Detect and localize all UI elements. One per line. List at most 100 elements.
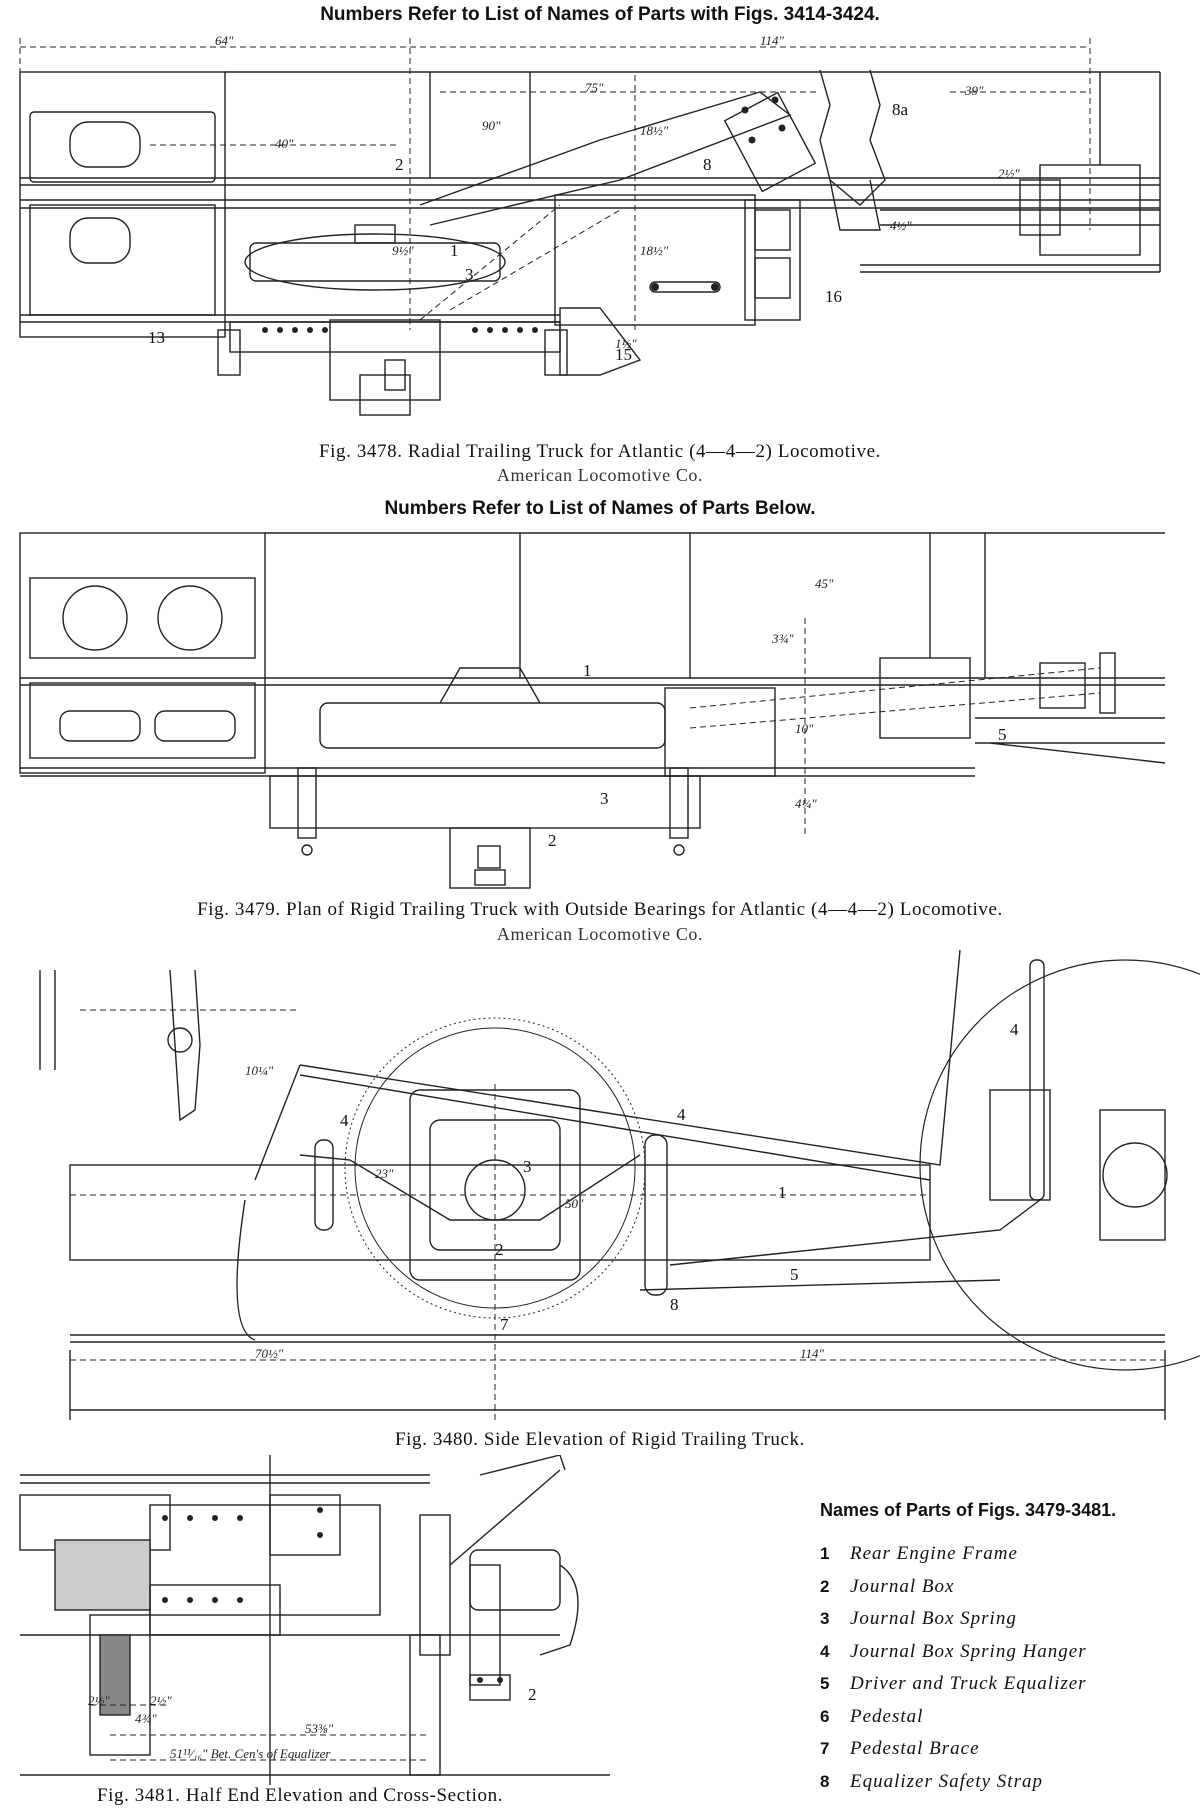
part-number: 5 — [820, 1674, 830, 1693]
fig-3479-dimension-labels: 45" 3¾" 10" 4¼" — [771, 576, 834, 811]
part-number: 6 — [820, 1706, 830, 1726]
part-name: Rear Engine Frame — [850, 1543, 1018, 1564]
part-number: 4 — [820, 1641, 830, 1661]
part-number: 1 — [820, 1544, 830, 1563]
callout-4-right: 4 — [1010, 1020, 1019, 1039]
fig-3478-frame — [19, 69, 1161, 416]
dim-18-half-b: 18½" — [640, 243, 669, 258]
fig-3481-caption: Fig. 3481. Half End Elevation and Cross-… — [96, 1785, 504, 1806]
callout-2: 2 — [395, 155, 404, 174]
callout-3: 3 — [600, 789, 609, 808]
fig-3481-dimension-labels: 2½" 2½" 4¾" 53⅜" 51¹¹⁄₁₆" Bet. Cen's of … — [88, 1693, 334, 1761]
fig-3478-dimension-labels: 64" 114" 75" 39" 40" 90" 18½" 18½" 9½" 2… — [215, 33, 1020, 351]
part-name: Journal Box Spring Hanger — [850, 1640, 1087, 1662]
dim-1-half: 1½" — [615, 336, 637, 351]
dim-114: 114" — [760, 33, 785, 48]
fig-3481-drawing: 2½" 2½" 4¾" 53⅜" 51¹¹⁄₁₆" Bet. Cen's of … — [19, 1455, 610, 1785]
parts-list-title: Names of Parts of Figs. 3479-3481. — [820, 1500, 1117, 1520]
fig-3479-callouts: 1 2 3 5 — [548, 661, 1007, 850]
dim-23: 23" — [375, 1166, 394, 1181]
part-number: 2 — [820, 1576, 830, 1596]
part-name: Journal Box Spring — [850, 1608, 1017, 1629]
dim-51-equalizer: 51¹¹⁄₁₆" Bet. Cen's of Equalizer — [170, 1746, 331, 1761]
fig-3481-structure — [19, 1455, 610, 1785]
part-number: 7 — [820, 1739, 830, 1758]
fig-3481-rivets — [162, 1507, 503, 1683]
callout-3: 3 — [465, 265, 474, 284]
dim-75: 75" — [585, 80, 604, 95]
dim-64: 64" — [215, 33, 234, 48]
part-name: Pedestal — [850, 1705, 924, 1727]
header-top: Numbers Refer to List of Names of Parts … — [320, 4, 880, 25]
dim-39: 39" — [964, 83, 984, 98]
fig-3479-drawing: 45" 3¾" 10" 4¼" 1 2 3 5 — [19, 532, 1166, 889]
callout-1: 1 — [583, 661, 592, 680]
dim-2-half-b: 2½" — [150, 1693, 172, 1708]
callout-2: 2 — [495, 1240, 504, 1259]
list-item: 6 Pedestal — [820, 1706, 1190, 1739]
dim-50: 50" — [565, 1196, 584, 1211]
fig-3478-company: American Locomotive Co. — [496, 465, 704, 485]
dim-114: 114" — [800, 1346, 825, 1361]
dim-40: 40" — [275, 136, 294, 151]
part-name: Equalizer Safety Strap — [850, 1770, 1043, 1792]
fig-3480-dimension-labels: 70½" 114" 23" 50" 10¼" — [245, 1063, 825, 1361]
dim-2-half-a: 2½" — [88, 1693, 110, 1708]
fig-3480-structure — [39, 950, 1200, 1420]
fig-3478-callouts: 1 2 3 8 8a 13 15 16 — [148, 100, 909, 364]
fig-3478-caption: Fig. 3478. Radial Trailing Truck for Atl… — [318, 441, 881, 462]
dim-2-half: 2½" — [998, 166, 1020, 181]
list-item: 1 Rear Engine Frame — [820, 1543, 1190, 1576]
list-item: 7 Pedestal Brace — [820, 1738, 1190, 1771]
callout-2: 2 — [548, 831, 557, 850]
fig-3480-drawing: 70½" 114" 23" 50" 10¼" 1 2 3 4 4 4 5 7 8 — [39, 950, 1200, 1420]
callout-13: 13 — [148, 328, 165, 347]
list-item: 8 Equalizer Safety Strap — [820, 1771, 1190, 1804]
part-name: Driver and Truck Equalizer — [850, 1673, 1087, 1694]
parts-list: Names of Parts of Figs. 3479-3481. 1 Rear… — [820, 1500, 1190, 1803]
dim-45: 45" — [815, 576, 834, 591]
list-item: 4 Journal Box Spring Hanger — [820, 1641, 1190, 1674]
fig-3479-caption: Fig. 3479. Plan of Rigid Trailing Truck … — [197, 899, 1003, 920]
list-item: 3 Journal Box Spring — [820, 1608, 1190, 1641]
fig-3481-callouts: 2 — [528, 1685, 537, 1704]
callout-4-mid: 4 — [677, 1105, 686, 1124]
callout-8a: 8a — [892, 100, 909, 119]
fig-3479-company: American Locomotive Co. — [496, 924, 704, 944]
part-name: Pedestal Brace — [850, 1738, 980, 1759]
fig-3480-callouts: 1 2 3 4 4 4 5 7 8 — [340, 1020, 1019, 1334]
dim-4-half: 4½" — [890, 218, 912, 233]
callout-7: 7 — [500, 1315, 509, 1334]
callout-8: 8 — [670, 1295, 679, 1314]
header-mid: Numbers Refer to List of Names of Parts … — [384, 498, 816, 519]
dim-18-half-a: 18½" — [640, 123, 669, 138]
callout-16: 16 — [825, 287, 842, 306]
dim-3-3q: 3¾" — [771, 631, 794, 646]
callout-8: 8 — [703, 155, 712, 174]
part-name: Journal Box — [850, 1575, 955, 1597]
list-item: 2 Journal Box — [820, 1576, 1190, 1609]
fig-3478-rivets — [262, 96, 786, 333]
callout-4-left: 4 — [340, 1111, 349, 1130]
dim-4-1q: 4¼" — [795, 796, 817, 811]
dim-70-half: 70½" — [255, 1346, 284, 1361]
callout-5: 5 — [998, 725, 1007, 744]
dim-90: 90" — [482, 118, 501, 133]
dim-10-1q: 10¼" — [245, 1063, 274, 1078]
callout-1: 1 — [778, 1183, 787, 1202]
dim-10: 10" — [795, 721, 814, 736]
callout-5: 5 — [790, 1265, 799, 1284]
callout-15: 15 — [615, 345, 632, 364]
part-number: 8 — [820, 1771, 830, 1791]
callout-3: 3 — [523, 1157, 532, 1176]
part-number: 3 — [820, 1609, 830, 1628]
fig-3480-caption: Fig. 3480. Side Elevation of Rigid Trail… — [394, 1429, 806, 1450]
callout-1: 1 — [450, 241, 459, 260]
fig-3478-drawing: 64" 114" 75" 39" 40" 90" 18½" 18½" 9½" 2… — [19, 33, 1161, 416]
dim-9-half: 9½" — [392, 243, 414, 258]
fig-3478-dimension-lines — [19, 38, 1091, 330]
list-item: 5 Driver and Truck Equalizer — [820, 1673, 1190, 1706]
dim-53-3e: 53⅜" — [305, 1721, 334, 1736]
dim-4-3q: 4¾" — [135, 1711, 157, 1726]
callout-2: 2 — [528, 1685, 537, 1704]
